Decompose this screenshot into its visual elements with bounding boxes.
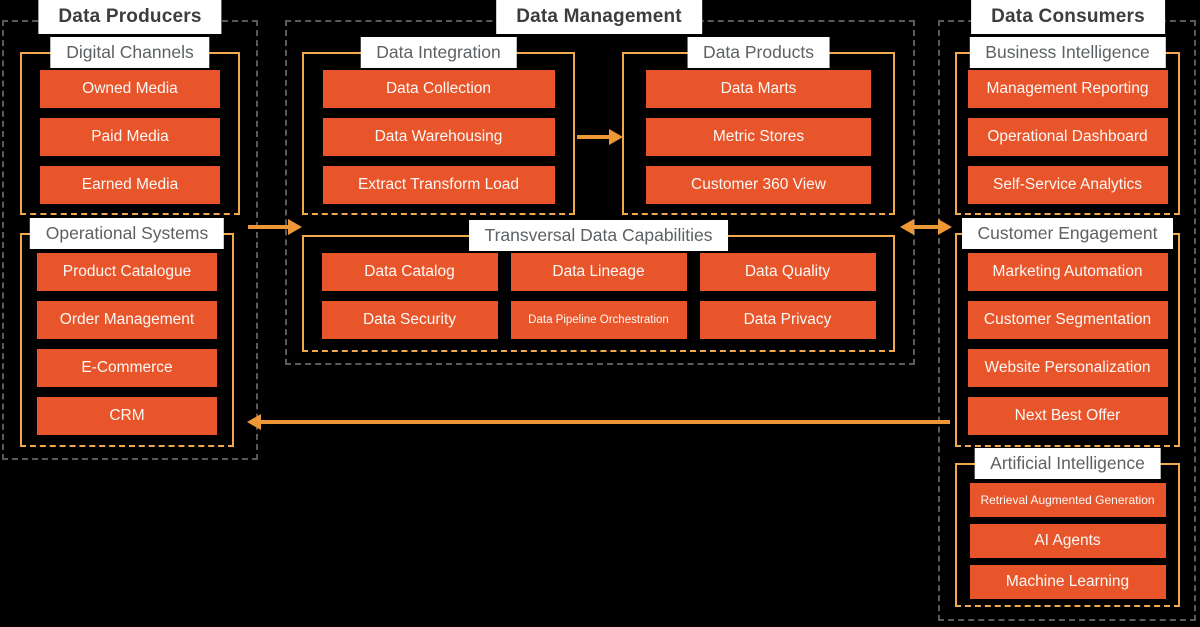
arrow-producers-to-management: [248, 225, 288, 229]
node-data-privacy: Data Privacy: [699, 301, 876, 339]
node-e-commerce: E-Commerce: [37, 349, 217, 387]
node-data-collection: Data Collection: [322, 70, 555, 108]
node-owned-media: Owned Media: [40, 70, 220, 108]
node-operational-dashboard: Operational Dashboard: [967, 118, 1168, 156]
arrow-integration-to-products: [577, 135, 609, 139]
section-title-data-management: Data Management: [496, 0, 702, 34]
group-items: Owned Media Paid Media Earned Media: [22, 54, 238, 204]
arrowhead-left-icon: [247, 414, 261, 430]
group-label-transversal-data-capabilities: Transversal Data Capabilities: [468, 220, 729, 251]
node-retrieval-augmented-generation: Retrieval Augmented Generation: [969, 483, 1166, 517]
group-items: Marketing Automation Customer Segmentati…: [957, 235, 1178, 435]
group-data-integration: Data Integration Data Collection Data Wa…: [302, 37, 575, 215]
node-data-security: Data Security: [321, 301, 498, 339]
group-transversal-data-capabilities: Transversal Data Capabilities Data Catal…: [302, 220, 895, 352]
arrowhead-right-icon: [288, 219, 302, 235]
node-earned-media: Earned Media: [40, 166, 220, 204]
section-title-data-consumers: Data Consumers: [971, 0, 1165, 34]
node-next-best-offer: Next Best Offer: [967, 397, 1168, 435]
group-items: Retrieval Augmented Generation AI Agents…: [957, 465, 1178, 599]
node-data-lineage: Data Lineage: [510, 253, 687, 291]
group-business-intelligence: Business Intelligence Management Reporti…: [955, 37, 1180, 215]
group-label-data-products: Data Products: [687, 37, 830, 68]
group-items: Data Collection Data Warehousing Extract…: [304, 54, 573, 204]
node-extract-transform-load: Extract Transform Load: [322, 166, 555, 204]
arrow-consumers-to-producers: [260, 420, 950, 424]
section-title-data-producers: Data Producers: [38, 0, 222, 34]
group-label-business-intelligence: Business Intelligence: [969, 37, 1166, 68]
node-paid-media: Paid Media: [40, 118, 220, 156]
group-items: Data Marts Metric Stores Customer 360 Vi…: [624, 54, 893, 204]
node-product-catalogue: Product Catalogue: [37, 253, 217, 291]
node-website-personalization: Website Personalization: [967, 349, 1168, 387]
arrowhead-left-icon: [900, 219, 914, 235]
group-label-data-integration: Data Integration: [360, 37, 517, 68]
group-artificial-intelligence: Artificial Intelligence Retrieval Augmen…: [955, 448, 1180, 607]
group-operational-systems: Operational Systems Product Catalogue Or…: [20, 218, 234, 447]
group-digital-channels: Digital Channels Owned Media Paid Media …: [20, 37, 240, 215]
node-machine-learning: Machine Learning: [969, 565, 1166, 599]
group-customer-engagement: Customer Engagement Marketing Automation…: [955, 218, 1180, 447]
node-crm: CRM: [37, 397, 217, 435]
arrowhead-right-icon: [938, 219, 952, 235]
node-data-warehousing: Data Warehousing: [322, 118, 555, 156]
arrowhead-right-icon: [609, 129, 623, 145]
node-ai-agents: AI Agents: [969, 524, 1166, 558]
node-customer-360-view: Customer 360 View: [646, 166, 871, 204]
node-data-quality: Data Quality: [699, 253, 876, 291]
group-items: Data Catalog Data Lineage Data Quality D…: [304, 237, 893, 339]
node-self-service-analytics: Self-Service Analytics: [967, 166, 1168, 204]
node-data-pipeline-orchestration: Data Pipeline Orchestration: [510, 301, 687, 339]
node-customer-segmentation: Customer Segmentation: [967, 301, 1168, 339]
group-items: Product Catalogue Order Management E-Com…: [22, 235, 232, 435]
node-management-reporting: Management Reporting: [967, 70, 1168, 108]
node-marketing-automation: Marketing Automation: [967, 253, 1168, 291]
node-data-marts: Data Marts: [646, 70, 871, 108]
group-data-products: Data Products Data Marts Metric Stores C…: [622, 37, 895, 215]
group-items: Management Reporting Operational Dashboa…: [957, 54, 1178, 204]
arrow-management-consumers-bidirectional: [913, 225, 939, 229]
node-data-catalog: Data Catalog: [321, 253, 498, 291]
node-metric-stores: Metric Stores: [646, 118, 871, 156]
node-order-management: Order Management: [37, 301, 217, 339]
group-label-customer-engagement: Customer Engagement: [961, 218, 1174, 249]
group-label-operational-systems: Operational Systems: [29, 218, 225, 249]
group-label-artificial-intelligence: Artificial Intelligence: [974, 448, 1161, 479]
group-label-digital-channels: Digital Channels: [50, 37, 210, 68]
